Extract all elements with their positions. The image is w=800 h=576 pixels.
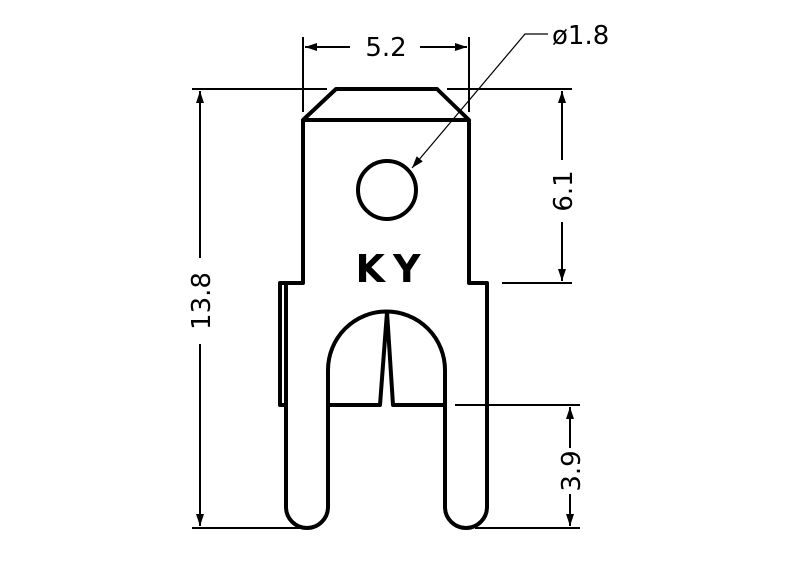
dimension-total-height: 13.8 (187, 91, 217, 526)
mounting-hole (356, 159, 418, 221)
legs-outline (284, 120, 489, 530)
slot-outline (328, 310, 445, 407)
dimension-upper-height: 6.1 (549, 91, 579, 281)
dimension-total-height-label: 13.8 (187, 272, 217, 330)
dimension-width-label: 5.2 (365, 33, 406, 63)
part-marking: KY (356, 247, 429, 291)
left-body-edge (278, 120, 305, 407)
terminal-outline: KY (278, 87, 489, 530)
chamfer-top (301, 87, 471, 122)
dimension-leg-height: 3.9 (557, 407, 587, 526)
dimension-hole-label: ø1.8 (552, 21, 609, 51)
dimension-hole: ø1.8 (411, 21, 609, 169)
dimension-upper-height-label: 6.1 (549, 170, 579, 211)
dimension-leg-height-label: 3.9 (557, 450, 587, 491)
dimension-width: 5.2 (302, 33, 470, 112)
